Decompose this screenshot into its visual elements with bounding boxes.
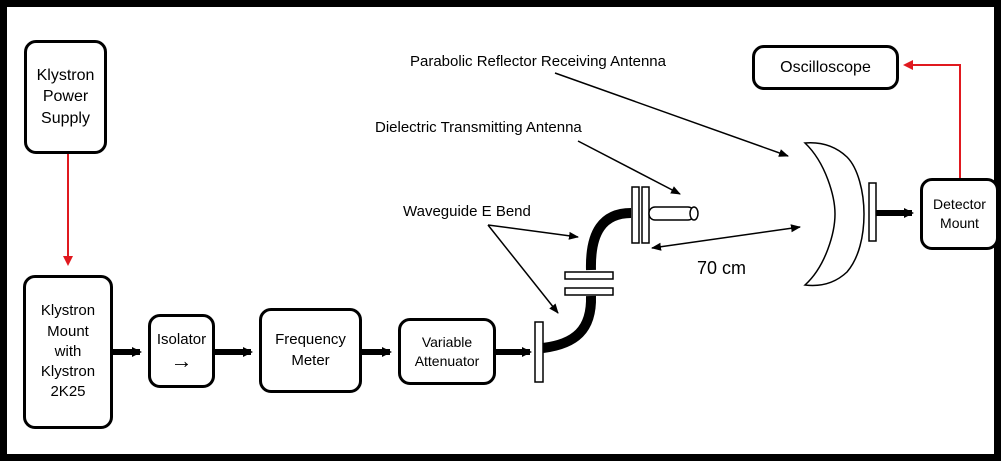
transmitting-antenna-label: Dielectric Transmitting Antenna [375,119,582,136]
parabolic-reflector [803,142,865,287]
waveguide-flange-top-left [631,186,640,244]
variable-attenuator-block: Variable Attenuator [398,318,496,385]
waveguide-e-bend-lower [542,295,597,353]
transmitting-antenna-pointer [577,140,681,195]
frequency-meter-label: Frequency Meter [275,331,346,369]
receiving-antenna-pointer [554,72,789,157]
e-bend-label: Waveguide E Bend [403,203,531,220]
waveguide-flange-top-right [641,186,650,244]
klystron-power-supply-block: Klystron Power Supply [24,40,107,154]
detector-mount-label: Detector Mount [933,196,986,231]
frequency-meter-block: Frequency Meter [259,308,362,393]
distance-label: 70 cm [697,258,747,278]
e-bend-pointer-lower [487,224,559,314]
klystron-power-supply-label: Klystron Power Supply [36,66,95,127]
dielectric-rod [648,206,695,221]
dielectric-rod-tip [689,206,699,221]
waveguide-flange-middle-bottom [564,287,614,296]
e-bend-pointer-upper [487,224,579,240]
isolator-label: Isolator [156,330,207,348]
isolator-arrow-icon: → [170,348,193,374]
isolator-block: Isolator → [148,314,215,388]
detector-flange [868,182,877,242]
receiving-antenna-label: Parabolic Reflector Receiving Antenna [410,53,666,70]
klystron-mount-label: Klystron Mount with Klystron 2K25 [40,302,96,401]
distance-arrow [651,224,801,251]
klystron-mount-block: Klystron Mount with Klystron 2K25 [23,275,113,429]
waveguide-flange-input [534,321,544,383]
oscilloscope-label: Oscilloscope [780,58,871,76]
variable-attenuator-label: Variable Attenuator [414,333,480,369]
detector-mount-block: Detector Mount [920,178,999,250]
detector-to-oscilloscope-arrow [903,60,961,178]
waveguide-flange-middle-top [564,271,614,280]
waveguide-e-bend-upper [585,208,632,271]
oscilloscope-block: Oscilloscope [752,45,899,90]
